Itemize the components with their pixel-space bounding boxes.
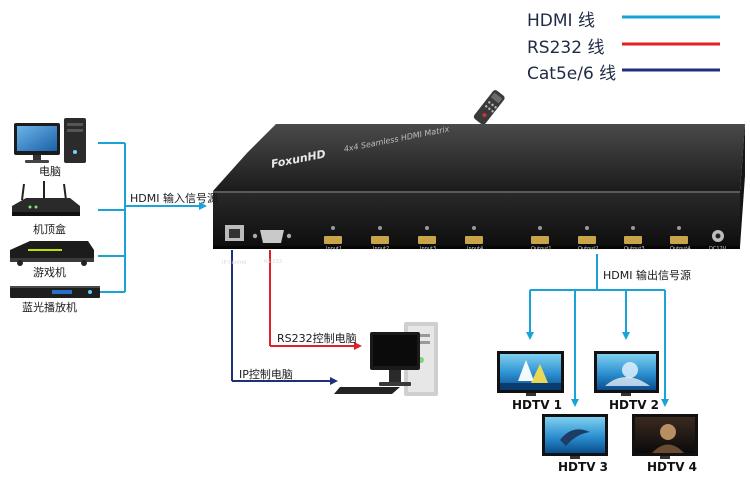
output4-label: Output4 — [670, 246, 691, 252]
hdtv-4-label: HDTV 4 — [647, 460, 698, 474]
rs232-port — [260, 230, 284, 243]
source-pc-label: 电脑 — [39, 165, 61, 178]
input3-label: Input3 — [420, 246, 437, 252]
source-console-label: 游戏机 — [33, 266, 66, 279]
bluray-player-icon — [10, 286, 100, 298]
rs232-line — [269, 250, 362, 350]
hdmi-output-ports — [531, 226, 688, 244]
output1-label: Output1 — [531, 246, 552, 252]
ip-port-label: IP Control — [222, 260, 247, 266]
ip-line — [231, 250, 338, 385]
hdmi-input-lines — [98, 142, 207, 293]
hdtv-4-icon — [632, 414, 698, 459]
control-pc-icon — [334, 322, 438, 396]
legend-cat-label: Cat5e/6 线 — [527, 64, 617, 84]
hdtv-1-label: HDTV 1 — [512, 398, 563, 412]
set-top-box-icon — [12, 181, 80, 216]
legend-hdmi-label: HDMI 线 — [527, 11, 595, 31]
matrix-top-panel — [213, 124, 745, 191]
hdtv-1-icon — [497, 351, 564, 396]
output2-label: Output2 — [578, 246, 599, 252]
hdtv-2-label: HDTV 2 — [609, 398, 660, 412]
hdmi-input-ports — [324, 226, 483, 244]
source-stb-label: 机顶盒 — [33, 223, 66, 236]
legend-rs232-label: RS232 线 — [527, 38, 605, 58]
hdmi-output-lines — [526, 254, 669, 407]
desktop-pc-icon — [14, 118, 86, 163]
game-console-icon — [10, 241, 94, 266]
rs232-port-label: RS-232 — [264, 259, 282, 265]
input4-label: Input4 — [467, 246, 484, 252]
output3-label: Output3 — [624, 246, 645, 252]
hdmi-matrix-device — [213, 124, 745, 249]
hdmi-input-label: HDMI 输入信号源 — [130, 192, 218, 205]
ip-pc-label: IP控制电脑 — [239, 368, 293, 381]
input1-label: Input1 — [326, 246, 343, 252]
hdtv-2-icon — [594, 351, 659, 396]
hdtv-3-label: HDTV 3 — [558, 460, 609, 474]
source-bluray-label: 蓝光播放机 — [22, 301, 77, 314]
power-port-label: DC12V — [709, 246, 727, 252]
input2-label: Input2 — [373, 246, 390, 252]
legend — [622, 15, 720, 72]
rs232-pc-label: RS232控制电脑 — [277, 332, 357, 345]
hdtv-3-icon — [542, 414, 608, 459]
hdmi-output-label: HDMI 输出信号源 — [603, 269, 691, 282]
